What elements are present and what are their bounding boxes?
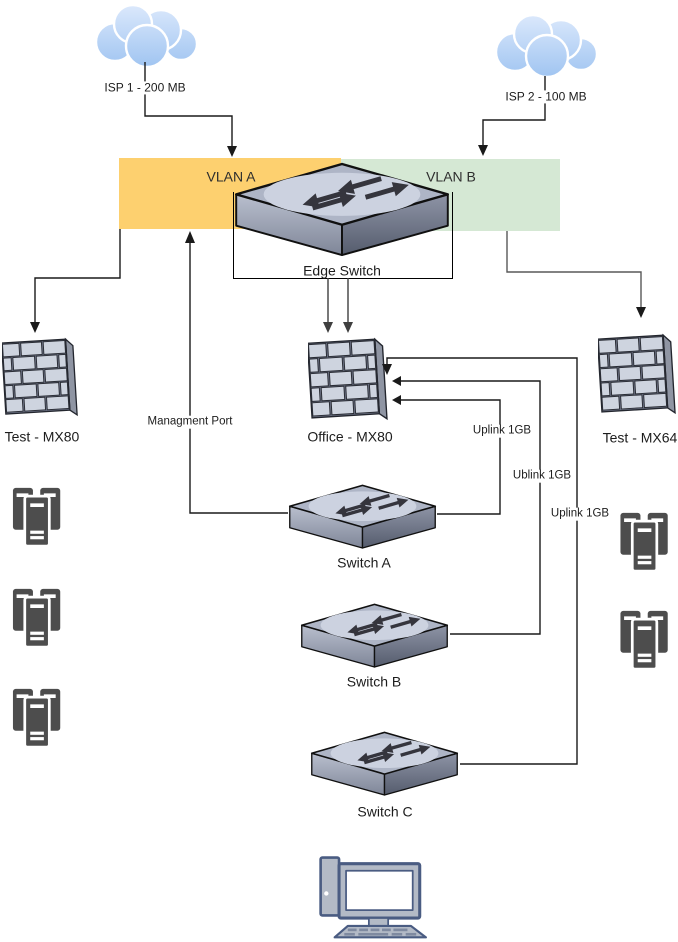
- connector-vlan-a-to-test-mx80[interactable]: [34, 229, 121, 324]
- connector-isp1-to-vlan-a[interactable]: [144, 62, 233, 150]
- switch-c-label: Switch C: [357, 803, 413, 820]
- arrowhead-test-mx64: [636, 307, 646, 318]
- computer-icon[interactable]: [318, 853, 432, 941]
- arrowhead-isp1: [227, 146, 237, 157]
- connector-uplink-switch-c[interactable]: [386, 357, 578, 765]
- switch-icon-edge[interactable]: [233, 162, 451, 258]
- switch-icon-c[interactable]: [310, 731, 459, 797]
- arrowhead-uplink-b: [392, 376, 401, 386]
- vlan-b-label: VLAN B: [426, 168, 476, 185]
- arrowhead-office-1: [323, 322, 333, 333]
- uplink-switch-a-label: Uplink 1GB: [470, 424, 534, 438]
- server-cluster-icon-left-1[interactable]: [12, 487, 63, 547]
- switch-b-label: Switch B: [346, 673, 402, 690]
- edge-switch-label: Edge Switch: [303, 262, 381, 279]
- isp1-label: ISP 1 - 200 MB: [102, 80, 188, 95]
- server-cluster-icon-left-3[interactable]: [12, 688, 63, 748]
- office-mx80-label: Office - MX80: [307, 428, 393, 445]
- isp2-label: ISP 2 - 100 MB: [503, 89, 589, 104]
- connector-vlan-b-to-test-mx64[interactable]: [506, 231, 642, 308]
- arrowhead-uplink-a: [392, 395, 401, 405]
- vlan-a-label: VLAN A: [206, 168, 256, 185]
- server-cluster-icon-right-2[interactable]: [619, 610, 671, 670]
- uplink-switch-c-label: Uplink 1GB: [548, 507, 612, 521]
- firewall-icon-test-mx64[interactable]: [598, 328, 678, 422]
- edge-switch-box[interactable]: [233, 192, 453, 279]
- connector-isp2-to-vlan-b[interactable]: [482, 76, 546, 149]
- arrowhead-isp2: [478, 145, 488, 156]
- firewall-icon-test-mx80[interactable]: [2, 332, 80, 424]
- server-cluster-icon-left-2[interactable]: [12, 588, 63, 648]
- cloud-icon-isp1[interactable]: [89, 4, 201, 68]
- switch-icon-a[interactable]: [288, 484, 437, 550]
- switch-icon-b[interactable]: [300, 603, 449, 669]
- switch-a-label: Switch A: [337, 554, 391, 571]
- arrowhead-management: [185, 231, 195, 243]
- test-mx64-label: Test - MX64: [602, 429, 678, 446]
- server-cluster-icon-right-1[interactable]: [619, 512, 671, 572]
- connector-management-port[interactable]: [189, 242, 288, 514]
- firewall-icon-office-mx80[interactable]: [308, 333, 390, 427]
- test-mx80-label: Test - MX80: [4, 428, 80, 445]
- uplink-switch-b-label: Ublink 1GB: [510, 469, 574, 483]
- cloud-icon-isp2[interactable]: [489, 14, 601, 78]
- management-port-label: Managment Port: [145, 415, 235, 429]
- arrowhead-office-2: [343, 322, 353, 333]
